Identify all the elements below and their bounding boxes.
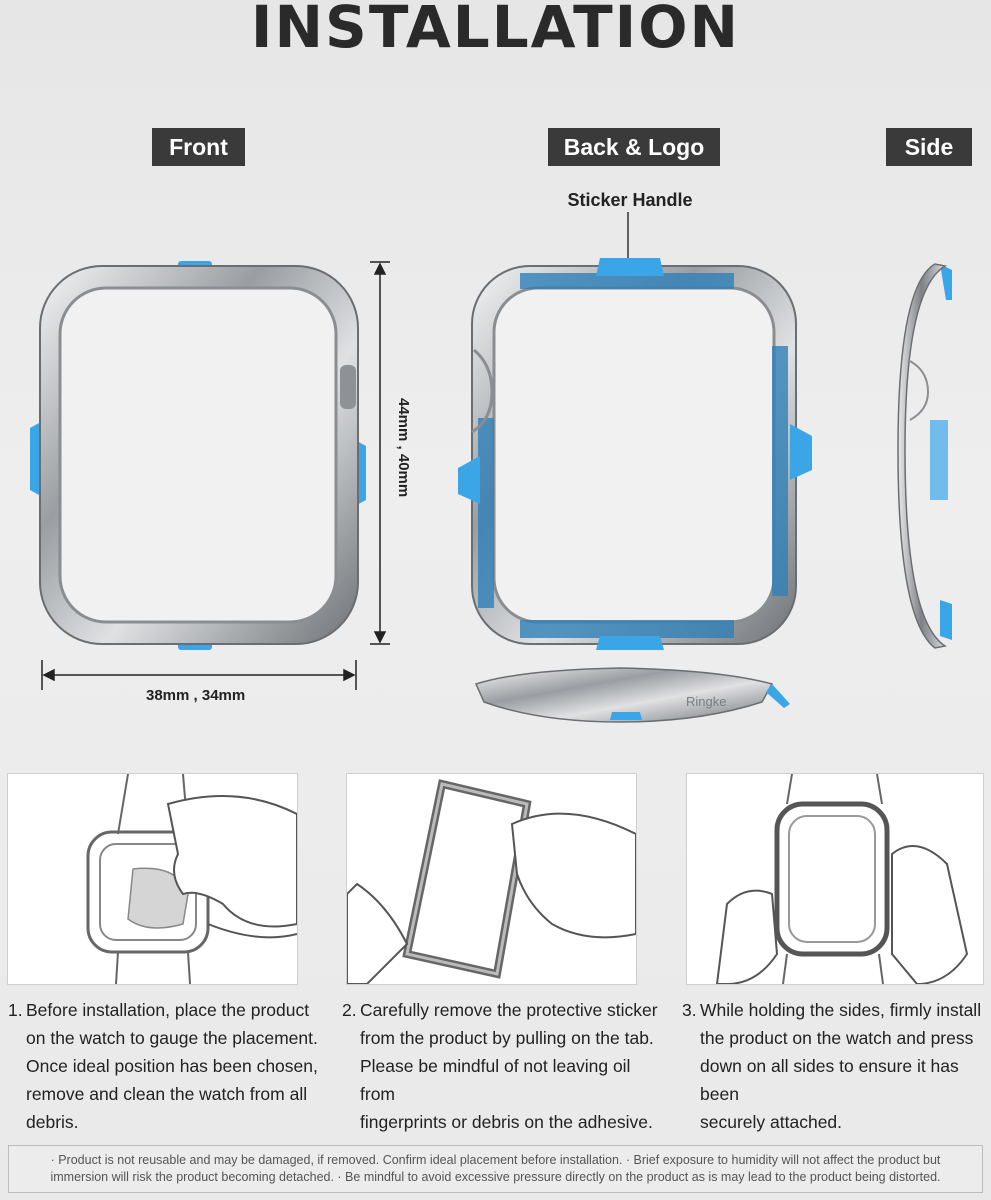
step-3-illustration: [686, 773, 984, 986]
caution-line-2: immersion will risk the product becoming…: [50, 1170, 941, 1184]
brand-mark: Ringke: [686, 694, 726, 709]
tag-front: Front: [152, 128, 245, 166]
bottom-profile: Ringke: [474, 667, 790, 723]
tag-back-logo: Back & Logo: [548, 128, 720, 166]
step-1-text: Before installation, place the product o…: [26, 1000, 318, 1132]
caution-line-1: · Product is not reusable and may be dam…: [50, 1153, 941, 1167]
watch-sticker-icon: [86, 773, 298, 985]
step-2-illustration: [346, 773, 637, 985]
front-frame: [30, 261, 366, 650]
product-illustration: Ringke: [30, 212, 952, 723]
step-2-text: Carefully remove the protective sticker …: [360, 1000, 658, 1132]
peel-sticker-icon: [346, 779, 637, 985]
height-dimension: [370, 261, 390, 645]
tag-side: Side: [886, 128, 972, 166]
step-3-number: 3.: [682, 1000, 697, 1020]
page-title: INSTALLATION: [250, 0, 741, 61]
step-3: 3. While holding the sides, firmly insta…: [682, 996, 988, 1136]
step-1-illustration: [7, 773, 298, 985]
width-dimension: [41, 660, 357, 690]
step-1: 1. Before installation, place the produc…: [8, 996, 328, 1136]
press-install-icon: [715, 773, 969, 986]
back-frame: [458, 212, 812, 650]
width-dimension-label: 38mm , 34mm: [146, 687, 246, 704]
step-1-number: 1.: [8, 1000, 23, 1020]
sticker-handle-callout: Sticker Handle: [567, 190, 693, 210]
height-dimension-label: 44mm , 40mm: [395, 398, 412, 498]
caution-notes: · Product is not reusable and may be dam…: [8, 1145, 983, 1193]
step-2: 2. Carefully remove the protective stick…: [342, 996, 667, 1136]
side-frame: [897, 263, 952, 649]
step-3-text: While holding the sides, firmly install …: [700, 1000, 982, 1132]
step-2-number: 2.: [342, 1000, 357, 1020]
